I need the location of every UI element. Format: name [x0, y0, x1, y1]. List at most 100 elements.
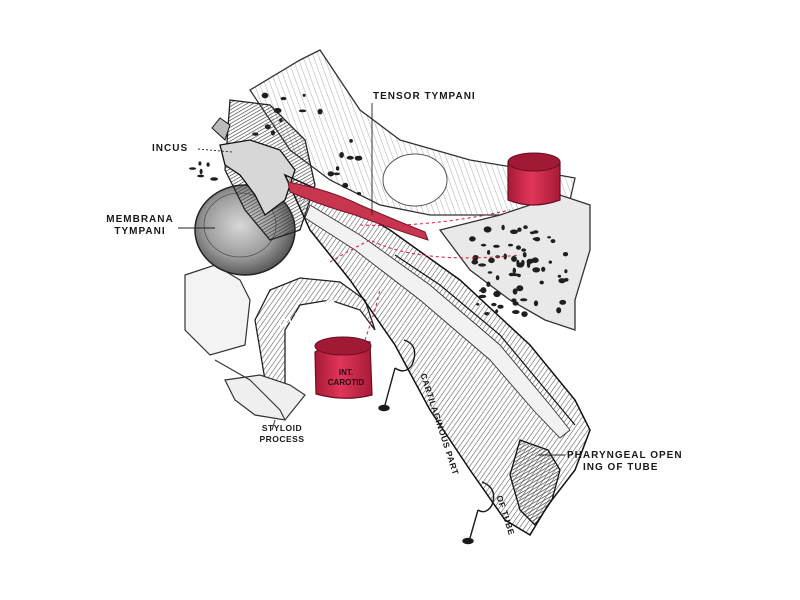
bone-cell [550, 239, 556, 244]
label-pharyngeal-opening: PHARYNGEAL OPEN ING OF TUBE [567, 450, 683, 474]
label-styloid-line2: PROCESS [259, 434, 305, 444]
bone-cell [562, 252, 569, 257]
bone-cell [478, 294, 487, 299]
pharyngeal-opening [509, 439, 561, 527]
bone-cell [342, 182, 349, 189]
bone-cell [511, 255, 517, 262]
bone-cell [493, 244, 500, 248]
label-styloid-process: STYLOID PROCESS [252, 423, 312, 445]
bone-cell [261, 92, 269, 99]
bone-cell [517, 227, 522, 232]
dashed-line-mid [329, 239, 521, 263]
label-membrana-line1: MEMBRANA [106, 214, 174, 225]
bone-cell [512, 267, 516, 274]
bone-cell [521, 311, 528, 317]
bone-cell [532, 267, 541, 273]
label-tensor-tympani: TENSOR TYMPANI [373, 91, 476, 102]
bone-cell [516, 245, 521, 250]
bone-cell [280, 96, 287, 101]
bone-cell [516, 262, 524, 268]
bone-cell [563, 277, 569, 282]
bone-cell [199, 168, 203, 175]
bone-cell [503, 253, 507, 260]
incus-bone [219, 139, 296, 216]
bone-cell [516, 285, 524, 292]
bone-cell [469, 236, 476, 242]
label-styloid-line1: STYLOID [261, 423, 303, 433]
label-pharyngeal-line1: PHARYNGEAL OPEN [567, 450, 683, 461]
label-pharyngeal-line2: ING OF TUBE [583, 462, 659, 473]
bone-cell [480, 243, 487, 247]
bone-cell [559, 299, 567, 305]
bone-cell [302, 93, 306, 97]
glenoid-fossa-bone [254, 277, 376, 386]
leader-styloid [271, 419, 276, 431]
bone-cell [189, 167, 197, 170]
bone-cell [487, 250, 491, 255]
label-membrana-tympani: MEMBRANA TYMPANI [104, 214, 176, 238]
bone-cell [522, 252, 527, 258]
bone-cell [511, 273, 520, 277]
left-bone-edge [184, 264, 251, 356]
pin-upper [378, 339, 416, 412]
bone-cell [206, 162, 210, 167]
bone-cell [480, 287, 487, 294]
label-carotid-line1: INT. [338, 368, 354, 377]
bone-cell [333, 172, 340, 176]
bone-cell [512, 288, 518, 295]
bone-cell [349, 139, 353, 143]
bone-cell [354, 155, 363, 161]
leader-incus [197, 148, 233, 153]
bone-cell [501, 224, 505, 231]
bone-cell [339, 152, 344, 158]
tensor-tympani-muscle [287, 181, 429, 241]
bone-cell [564, 269, 568, 274]
bone-cell [529, 231, 535, 235]
bone-cell [532, 237, 540, 241]
pin-lower [462, 481, 495, 545]
bone-cell [547, 236, 551, 239]
bone-cell [510, 229, 518, 235]
bone-cell [327, 171, 335, 177]
bone-cell [346, 155, 354, 160]
label-carotid-line2: CAROTID [327, 378, 365, 387]
bone-cell [317, 108, 323, 115]
bone-cell [531, 257, 539, 264]
dashed-line-upper [359, 209, 511, 226]
bone-cell [556, 307, 562, 314]
bone-cell [508, 243, 513, 247]
artery-stump [507, 161, 561, 206]
styloid-process-bone [224, 374, 306, 421]
label-incus: INCUS [152, 143, 189, 154]
bone-cell [512, 301, 519, 306]
bone-cell [521, 248, 527, 252]
dashed-line-lower [364, 289, 381, 341]
bone-cell [486, 281, 491, 287]
bone-cell [488, 257, 495, 264]
label-int-carotid: INT. CAROTID [322, 368, 370, 388]
bone-cell [541, 266, 546, 272]
bone-cell [497, 304, 504, 309]
bone-cell [512, 310, 520, 314]
bone-cell [298, 109, 307, 113]
bone-cell [558, 278, 566, 284]
label-membrana-line2: TYMPANI [114, 226, 166, 237]
bone-cell [557, 274, 562, 278]
bone-foramen [382, 153, 448, 207]
bone-cell [487, 271, 493, 274]
bone-cell [198, 161, 202, 166]
bone-cell [548, 260, 552, 264]
bone-cell [472, 255, 478, 262]
bone-cell [491, 302, 497, 307]
bone-cell [485, 227, 489, 230]
bone-cell [478, 263, 487, 267]
bone-cell [533, 300, 539, 307]
bone-cell [335, 166, 340, 171]
bone-cell [523, 225, 528, 230]
bone-cell [495, 275, 500, 281]
bone-cell [493, 290, 501, 298]
bone-cell [210, 177, 219, 181]
bone-cell [520, 298, 528, 302]
bone-cell [526, 261, 531, 268]
